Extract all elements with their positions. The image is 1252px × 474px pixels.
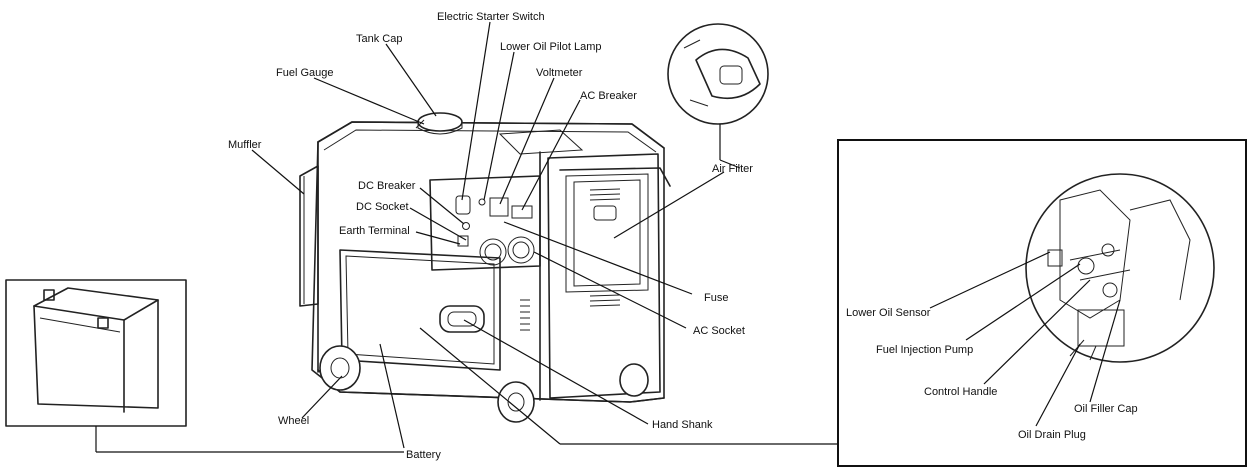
wheels	[319, 345, 649, 423]
air-filter-illustration	[667, 23, 769, 125]
label-oil-drain-plug: Oil Drain Plug	[1018, 429, 1086, 441]
part-labels: Electric Starter Switch Tank Cap Lower O…	[228, 11, 1138, 461]
vent-slots	[520, 188, 621, 331]
label-hand-shank: Hand Shank	[652, 419, 713, 431]
leader-lines	[95, 21, 1121, 453]
label-lower-oil-sensor: Lower Oil Sensor	[846, 307, 931, 319]
label-earth-terminal: Earth Terminal	[339, 225, 410, 237]
label-oil-filler-cap: Oil Filler Cap	[1074, 403, 1138, 415]
label-battery: Battery	[406, 449, 441, 461]
label-dc-socket: DC Socket	[356, 201, 409, 213]
generator-illustration	[299, 112, 671, 423]
label-lower-oil-pilot-lamp: Lower Oil Pilot Lamp	[500, 41, 602, 53]
label-electric-starter-switch: Electric Starter Switch	[437, 11, 545, 23]
label-wheel: Wheel	[278, 415, 309, 427]
label-tank-cap: Tank Cap	[356, 33, 402, 45]
label-control-handle: Control Handle	[924, 386, 997, 398]
label-fuel-gauge: Fuel Gauge	[276, 67, 333, 79]
label-muffler: Muffler	[228, 139, 262, 151]
battery-illustration	[5, 279, 187, 427]
label-ac-breaker: AC Breaker	[580, 90, 637, 102]
label-voltmeter: Voltmeter	[536, 67, 583, 79]
label-air-filter: Air Filter	[712, 163, 753, 175]
engine-inset	[837, 139, 1247, 467]
label-dc-breaker: DC Breaker	[358, 180, 416, 192]
label-fuel-injection-pump: Fuel Injection Pump	[876, 344, 973, 356]
label-fuse: Fuse	[704, 292, 728, 304]
label-ac-socket: AC Socket	[693, 325, 745, 337]
